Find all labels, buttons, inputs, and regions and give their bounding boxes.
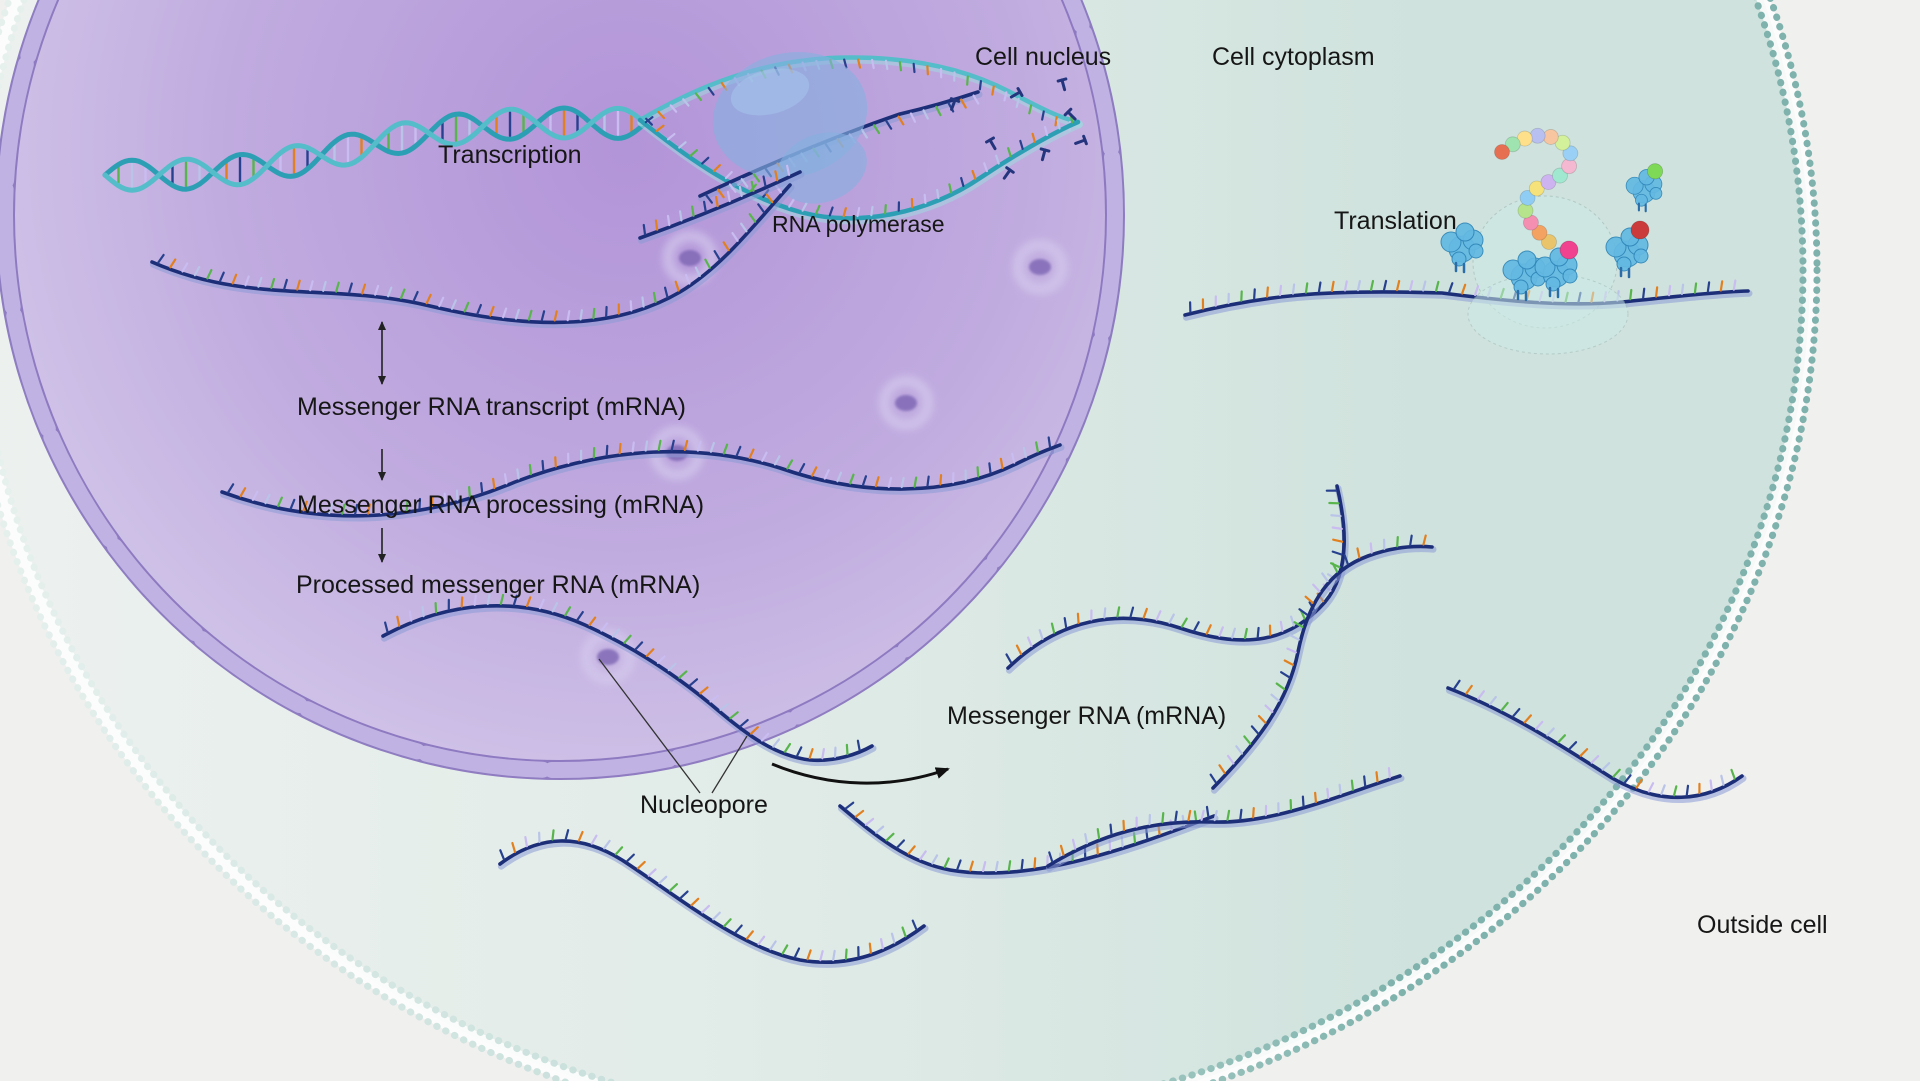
- amino-acid-ball: [1559, 240, 1579, 260]
- free-nucleotide: [1063, 107, 1077, 121]
- free-nucleotide: [1039, 147, 1051, 162]
- mrna-export-arrow: [771, 762, 950, 785]
- processed-mrna-strand: [380, 593, 877, 767]
- free-nucleotide: [949, 97, 961, 111]
- trna-icon: [1605, 220, 1650, 279]
- nuclear-envelope: [0, 0, 1125, 780]
- dna-coding-strand: [637, 55, 1083, 132]
- nucleopore-complex: [1012, 239, 1068, 295]
- label-mrna-processing: Messenger RNA processing (mRNA): [297, 491, 704, 519]
- label-processed-mrna: Processed messenger RNA (mRNA): [296, 571, 700, 599]
- trna-icon: [1534, 240, 1579, 299]
- label-cell-nucleus: Cell nucleus: [975, 43, 1111, 71]
- dna-double-helix: [102, 105, 648, 193]
- cytoplasmic-mrna: [1045, 766, 1405, 872]
- label-cell-cytoplasm: Cell cytoplasm: [1212, 43, 1375, 71]
- trna-icon: [1625, 163, 1664, 213]
- label-mrna-transcript: Messenger RNA transcript (mRNA): [297, 393, 686, 421]
- nucleopores: [580, 230, 1068, 685]
- amino-acid-ball: [1647, 163, 1664, 180]
- cell-membrane: [0, 0, 1821, 1081]
- nucleopore-complex: [662, 230, 718, 286]
- cytoplasm-mrna: [497, 484, 1747, 968]
- free-nucleotide: [1056, 77, 1068, 92]
- label-messenger-rna: Messenger RNA (mRNA): [947, 702, 1226, 730]
- cytoplasmic-mrna: [497, 829, 929, 968]
- mrna-transcript-strand: [149, 183, 795, 329]
- amino-acid-ball: [1630, 220, 1650, 240]
- mrna-transcript-strand-2: [637, 164, 805, 244]
- translation-scene: [1182, 127, 1753, 355]
- rna-polymerase-blob: [712, 51, 868, 204]
- free-nucleotide: [1009, 87, 1024, 99]
- dna-transcription: [102, 51, 1088, 225]
- label-translation: Translation: [1334, 207, 1457, 235]
- labels: Cell nucleus Cell cytoplasm Transcriptio…: [296, 43, 1828, 939]
- cytoplasmic-mrna: [1445, 679, 1747, 804]
- label-transcription: Transcription: [438, 141, 582, 169]
- label-outside-cell: Outside cell: [1697, 911, 1828, 939]
- label-nucleopore: Nucleopore: [640, 791, 768, 819]
- free-nucleotide: [1002, 166, 1015, 180]
- label-rna-polymerase: RNA polymerase: [772, 211, 945, 237]
- cytoplasmic-mrna: [1209, 534, 1437, 794]
- dna-template-strand: [637, 113, 1083, 225]
- mrna-processing-strand: [219, 436, 1065, 522]
- trna-icon: [1440, 222, 1484, 274]
- free-nucleotide: [1074, 134, 1088, 146]
- free-nucleotide: [985, 136, 997, 151]
- polypeptide-chain: [1494, 127, 1579, 250]
- nucleopore-complex: [878, 375, 934, 431]
- nucleopore-pointer-lines: [598, 658, 748, 794]
- nuclear-mrna: [149, 164, 1065, 767]
- annotation-arrows: [378, 321, 950, 794]
